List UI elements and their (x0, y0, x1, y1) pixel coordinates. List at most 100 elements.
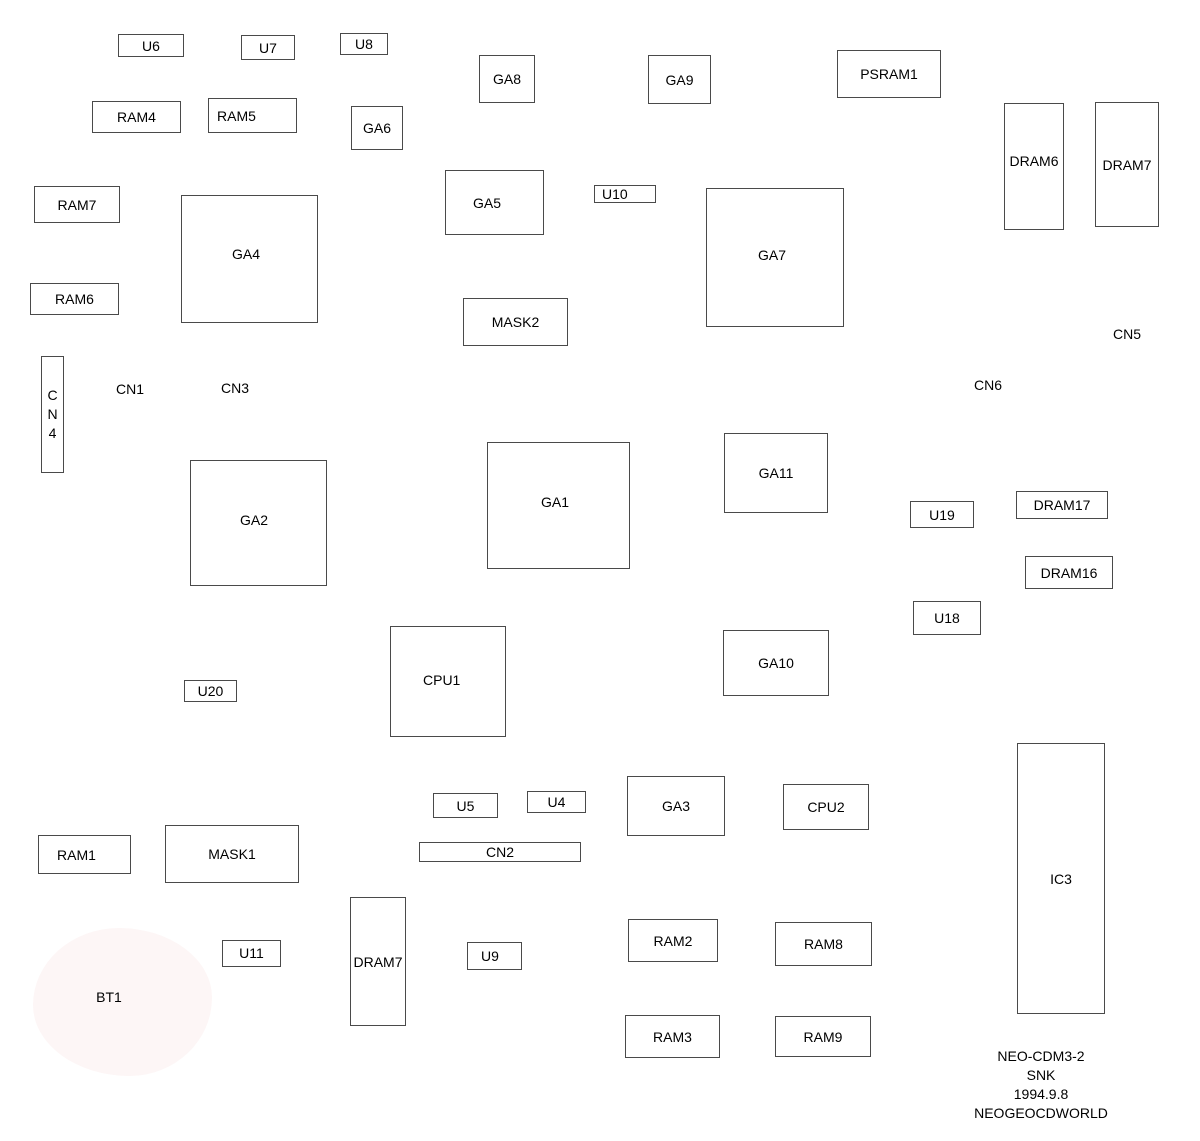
chip-dram16: DRAM16 (1025, 556, 1113, 589)
board-credit: NEOGEOCDWORLD (974, 1105, 1108, 1121)
chip-ram2: RAM2 (628, 919, 718, 962)
connector-cn5: CN5 (1112, 326, 1142, 342)
connector-cn4: C N 4 (41, 356, 64, 473)
connector-cn6: CN6 (973, 377, 1003, 393)
connector-cn2: CN2 (419, 842, 581, 862)
chip-u20: U20 (184, 680, 237, 702)
chip-dram17: DRAM17 (1016, 491, 1108, 519)
chip-u6: U6 (118, 34, 184, 57)
chip-ram4: RAM4 (92, 101, 181, 133)
chip-label: U9 (481, 948, 499, 964)
chip-ga2: GA2 (190, 460, 327, 586)
chip-mask2: MASK2 (463, 298, 568, 346)
chip-label: GA3 (661, 798, 690, 814)
chip-u8: U8 (340, 33, 388, 55)
chip-label: U5 (456, 797, 475, 814)
chip-label: MASK2 (491, 314, 540, 330)
chip-mask1: MASK1 (165, 825, 299, 883)
connector-cn3: CN3 (220, 380, 250, 396)
chip-label: GA2 (240, 512, 269, 528)
chip-cpu1: CPU1 (390, 626, 506, 737)
chip-u4: U4 (527, 791, 586, 813)
chip-label: GA7 (758, 247, 787, 263)
chip-label: MASK1 (208, 846, 256, 862)
chip-dram6: DRAM6 (1004, 103, 1064, 230)
chip-label: GA8 (492, 71, 521, 87)
chip-label: CPU2 (807, 799, 845, 815)
chip-ram7: RAM7 (34, 186, 120, 223)
chip-dram7-top: DRAM7 (1095, 102, 1159, 227)
chip-label: RAM7 (57, 196, 97, 213)
chip-label: CN2 (485, 844, 514, 860)
chip-ga11: GA11 (724, 433, 828, 513)
chip-label-char: N (47, 406, 58, 422)
connector-cn1: CN1 (115, 381, 145, 397)
chip-u9: U9 (467, 942, 522, 970)
chip-label: U19 (929, 506, 955, 523)
chip-u7: U7 (241, 35, 295, 60)
chip-ram8: RAM8 (775, 922, 872, 966)
board-date: 1994.9.8 (1013, 1086, 1069, 1102)
chip-u11: U11 (222, 940, 281, 967)
chip-dram7-bottom: DRAM7 (350, 897, 406, 1026)
chip-label: DRAM7 (353, 953, 403, 970)
chip-label: RAM1 (57, 846, 96, 863)
chip-label: GA9 (665, 71, 694, 88)
chip-ram6: RAM6 (30, 283, 119, 315)
chip-label: GA6 (362, 120, 391, 136)
chip-label: RAM9 (803, 1028, 843, 1045)
chip-label: GA5 (473, 195, 502, 211)
chip-label: RAM3 (653, 1028, 692, 1045)
chip-u5: U5 (433, 793, 498, 818)
chip-label: RAM8 (804, 936, 843, 952)
board-info: NEO-CDM3-2 SNK 1994.9.8 NEOGEOCDWORLD (974, 1047, 1108, 1123)
chip-ga7: GA7 (706, 188, 844, 327)
chip-ga8: GA8 (479, 55, 535, 103)
chip-label: DRAM6 (1009, 153, 1059, 169)
chip-label: U4 (547, 794, 566, 810)
chip-label: U10 (602, 186, 628, 202)
chip-label: PSRAM1 (860, 66, 918, 82)
chip-ga1: GA1 (487, 442, 630, 569)
chip-ga6: GA6 (351, 106, 403, 150)
chip-ga3: GA3 (627, 776, 725, 836)
chip-label: GA1 (541, 494, 570, 510)
chip-cpu2: CPU2 (783, 784, 869, 830)
chip-ic3: IC3 (1017, 743, 1105, 1014)
chip-label: GA10 (758, 655, 794, 671)
chip-ram3: RAM3 (625, 1015, 720, 1058)
chip-ga9: GA9 (648, 55, 711, 104)
chip-ga4: GA4 (181, 195, 318, 323)
chip-label: U8 (355, 36, 373, 52)
chip-label: U7 (259, 39, 277, 56)
board-maker: SNK (1026, 1067, 1056, 1083)
chip-label: RAM6 (55, 291, 94, 307)
chip-ram1: RAM1 (38, 835, 131, 874)
chip-label: U20 (197, 683, 224, 699)
chip-label: DRAM7 (1102, 156, 1152, 173)
chip-label: CPU1 (423, 672, 461, 688)
chip-psram1: PSRAM1 (837, 50, 941, 98)
battery-label: BT1 (96, 989, 122, 1005)
chip-label: DRAM16 (1040, 564, 1098, 581)
battery-bt1 (33, 928, 212, 1076)
chip-label-char: 4 (48, 425, 57, 441)
chip-label: RAM4 (117, 109, 156, 125)
chip-label: U11 (239, 945, 264, 961)
chip-label: U18 (934, 610, 960, 626)
chip-ram9: RAM9 (775, 1016, 871, 1057)
chip-label: IC3 (1050, 870, 1072, 887)
chip-u19: U19 (910, 501, 974, 528)
chip-label: RAM5 (217, 107, 256, 124)
chip-label-char: C (47, 387, 58, 403)
chip-u10: U10 (594, 185, 656, 203)
chip-label: GA11 (758, 465, 794, 481)
chip-ga5: GA5 (445, 170, 544, 235)
chip-label: U6 (142, 37, 160, 54)
chip-u18: U18 (913, 601, 981, 635)
chip-label: DRAM17 (1033, 497, 1091, 513)
chip-label: GA4 (232, 246, 261, 262)
chip-ram5: RAM5 (208, 98, 297, 133)
board-model: NEO-CDM3-2 (997, 1048, 1085, 1064)
